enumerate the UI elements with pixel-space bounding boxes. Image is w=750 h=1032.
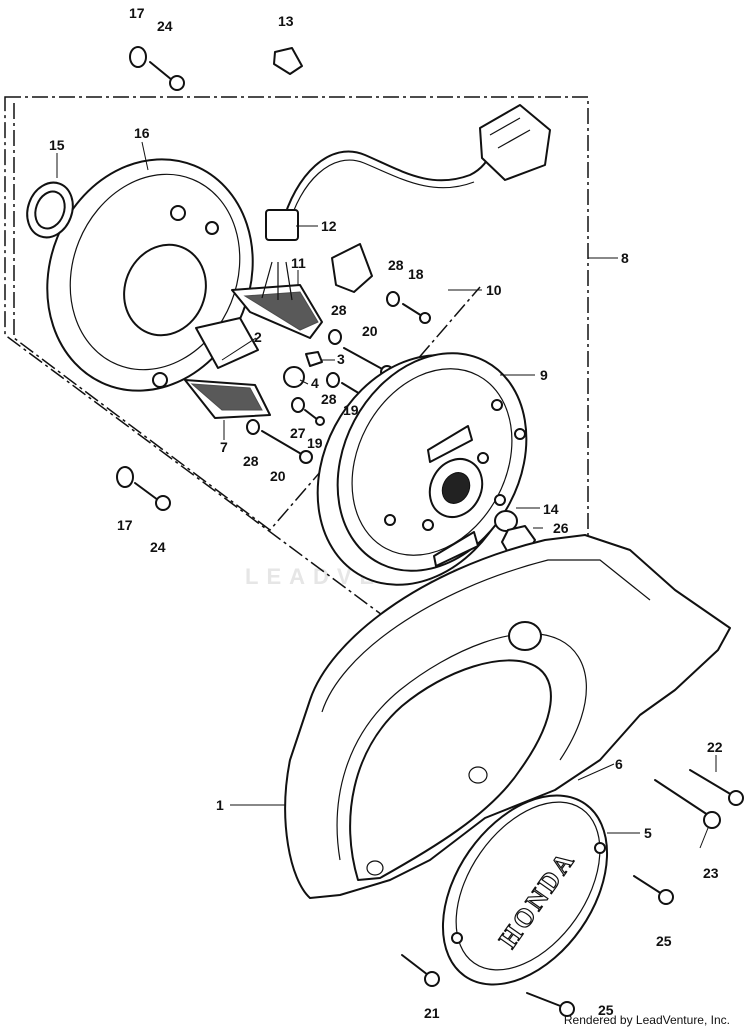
callout-28-mid: 28 xyxy=(331,302,347,318)
callout-28-lower: 28 xyxy=(321,391,337,407)
callout-24-top: 24 xyxy=(157,18,173,34)
render-credit: Rendered by LeadVenture, Inc. xyxy=(563,1013,730,1027)
stator-coils xyxy=(184,284,323,419)
callout-20-lower: 20 xyxy=(270,468,286,484)
flywheel-rotor xyxy=(316,352,528,586)
callout-14: 14 xyxy=(543,501,559,517)
callout-12: 12 xyxy=(321,218,337,234)
callout-16: 16 xyxy=(134,125,150,141)
wire-harness xyxy=(261,104,551,301)
callout-17-left: 17 xyxy=(117,517,133,533)
callout-19-upper: 19 xyxy=(343,402,359,418)
callout-19-lower: 19 xyxy=(307,435,323,451)
callout-13: 13 xyxy=(278,13,294,29)
callout-23: 23 xyxy=(703,865,719,881)
washer-part xyxy=(494,510,518,532)
callouts: 1 2 3 4 5 6 7 8 9 10 11 12 13 14 15 16 1… xyxy=(49,5,723,1021)
point-cover: HONDA xyxy=(441,794,609,986)
seal-ring xyxy=(26,181,74,239)
callout-6: 6 xyxy=(615,756,623,772)
stator-base-plate xyxy=(46,158,254,392)
crankcase-cover xyxy=(284,534,731,899)
callout-26: 26 xyxy=(553,520,569,536)
callout-28-left: 28 xyxy=(243,453,259,469)
cover-screws xyxy=(401,769,744,1017)
callout-22: 22 xyxy=(707,739,723,755)
callout-5: 5 xyxy=(644,825,652,841)
callout-25-bottom: 25 xyxy=(598,1002,614,1018)
callout-21: 21 xyxy=(424,1005,440,1021)
callout-1: 1 xyxy=(216,797,224,813)
leader-lines xyxy=(56,141,717,849)
callout-24-left: 24 xyxy=(150,539,166,555)
grommet-part xyxy=(273,47,303,75)
callout-17-top: 17 xyxy=(129,5,145,21)
spring-part xyxy=(305,351,323,367)
callout-25-right: 25 xyxy=(656,933,672,949)
callout-8: 8 xyxy=(621,250,629,266)
callout-27: 27 xyxy=(290,425,306,441)
callout-9: 9 xyxy=(540,367,548,383)
ring-part xyxy=(283,366,305,388)
callout-20-upper: 20 xyxy=(362,323,378,339)
callout-4: 4 xyxy=(311,375,319,391)
callout-10: 10 xyxy=(486,282,502,298)
callout-15: 15 xyxy=(49,137,65,153)
callout-28-upper-right: 28 xyxy=(388,257,404,273)
brush-holder xyxy=(331,243,373,293)
callout-2: 2 xyxy=(254,329,262,345)
callout-3: 3 xyxy=(337,351,345,367)
callout-7: 7 xyxy=(220,439,228,455)
callout-18: 18 xyxy=(408,266,424,282)
callout-11: 11 xyxy=(291,255,306,271)
